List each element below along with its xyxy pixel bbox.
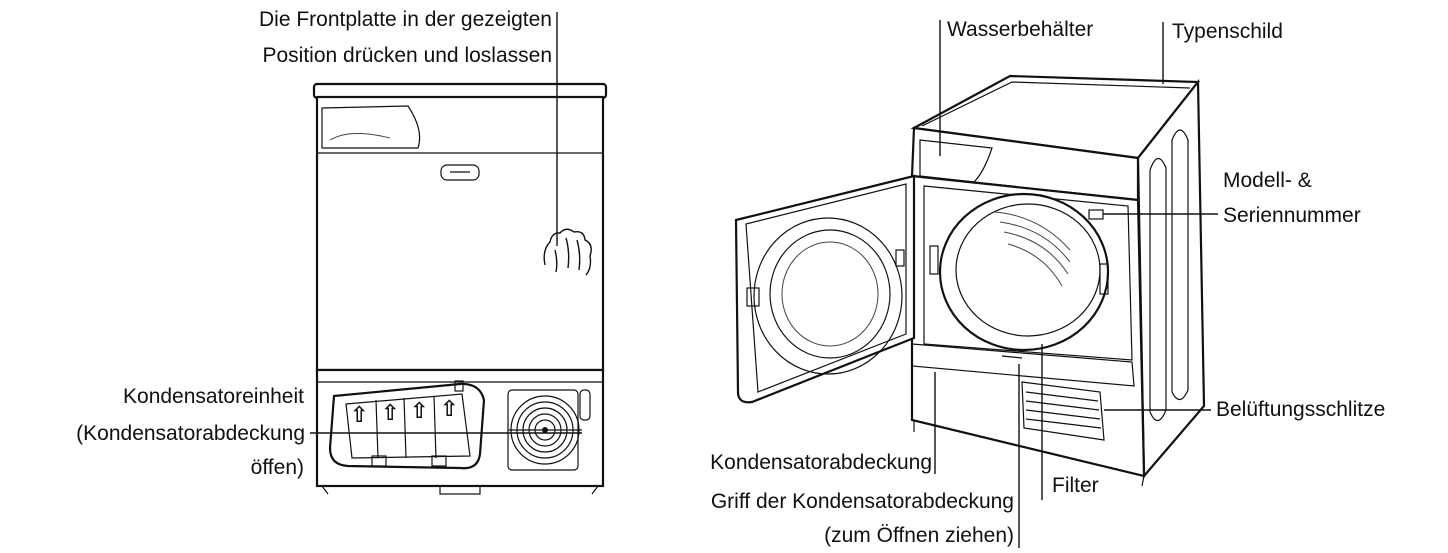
label-condenser-unit-line2: (Kondensatorabdeckung: [76, 422, 305, 445]
label-filter: Filter: [1052, 474, 1099, 497]
hand-icon: [543, 228, 592, 276]
fan-housing: [507, 389, 582, 471]
label-condenser-unit-line1: Kondensatoreinheit: [123, 385, 304, 408]
label-cover-handle-line1: Griff der Kondensatorabdeckung: [710, 490, 1014, 513]
open-door: [734, 174, 916, 404]
arrow-up-icon: ⇧: [440, 396, 459, 421]
label-condenser-cover: Kondensatorabdeckung: [710, 451, 932, 474]
label-water-tank: Wasserbehälter: [947, 18, 1094, 41]
label-condenser-unit-line3: öffen): [250, 456, 304, 479]
arrow-up-icon: ⇧: [381, 400, 400, 425]
vent-slots: [1021, 381, 1105, 441]
arrow-up-icon: ⇧: [410, 398, 429, 423]
label-model-serial-line2: Seriennummer: [1223, 204, 1361, 227]
condenser-unit: [328, 380, 486, 470]
label-front-panel-line2: Position drücken und loslassen: [262, 44, 552, 67]
label-cover-handle-line2: (zum Öffnen ziehen): [824, 524, 1014, 547]
perspective-dryer: [734, 74, 1206, 487]
label-model-serial-line1: Modell- &: [1223, 169, 1312, 192]
label-front-panel-line1: Die Frontplatte in der gezeigten: [258, 8, 552, 31]
label-vents: Belüftungsschlitze: [1216, 398, 1386, 421]
front-view-dryer: [312, 82, 608, 495]
leader-lines: [310, 12, 1218, 548]
arrow-up-icon: ⇧: [350, 402, 369, 427]
label-rating-plate: Typenschild: [1172, 20, 1283, 43]
